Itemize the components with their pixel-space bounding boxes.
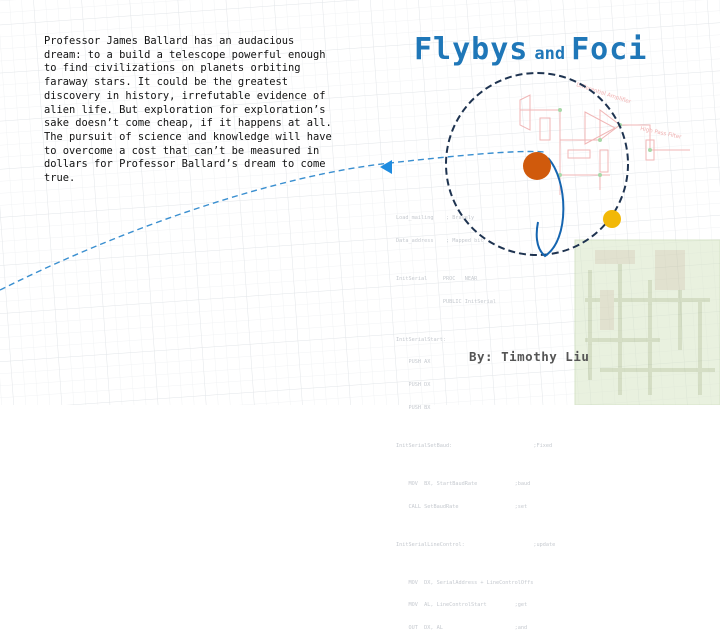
planet-body — [523, 152, 551, 180]
code-line: PUSH DX — [396, 382, 431, 389]
flyby-trajectory — [0, 150, 546, 291]
circuit-schematic — [519, 94, 690, 195]
orbit-ellipse-arc — [535, 157, 565, 258]
code-line: InitSerialLineControl: ;update — [396, 541, 556, 548]
code-line: CALL SetBaudRate ;set — [396, 503, 528, 510]
intro-paragraph: Professor James Ballard has an audacious… — [44, 35, 332, 185]
moon-body — [603, 210, 621, 228]
code-line: OUT DX, AL ;and — [396, 625, 528, 632]
code-line: Load_mailing ; Bravely — [396, 215, 475, 222]
schematic-nodes — [558, 108, 652, 177]
trajectory-arrow-icon — [380, 160, 392, 174]
code-line: PUSH AX — [396, 359, 431, 366]
code-line: PUSH BX — [396, 405, 431, 412]
pcb-board — [574, 239, 720, 405]
code-line: MOV DX, SerialAddress + LineControlOffs — [396, 579, 534, 586]
slide-artwork: Differential Amplifier High Pass Filter — [0, 72, 720, 405]
code-line: InitSerialStart: — [396, 336, 446, 343]
schematic-label: High Pass Filter — [640, 126, 683, 141]
code-line: Data_address ; Mapped bit — [396, 237, 484, 244]
code-line: MOV BX, StartBaudRate ;baud — [396, 480, 531, 487]
code-line: InitSerialSetBaud: ;Fixed — [396, 443, 553, 449]
code-line: PUBLIC InitSerial — [396, 298, 496, 305]
title-word-foci: Foci — [571, 32, 648, 67]
code-line: InitSerial PROC NEAR — [396, 275, 478, 282]
title-word-flybys: Flybys — [414, 32, 529, 67]
code-line: MOV AL, LineControlStart ;get — [396, 602, 528, 609]
title-connector: and — [534, 44, 566, 64]
sphere-of-influence-circle — [445, 72, 629, 256]
author-byline: By: Timothy Liu — [469, 349, 590, 364]
